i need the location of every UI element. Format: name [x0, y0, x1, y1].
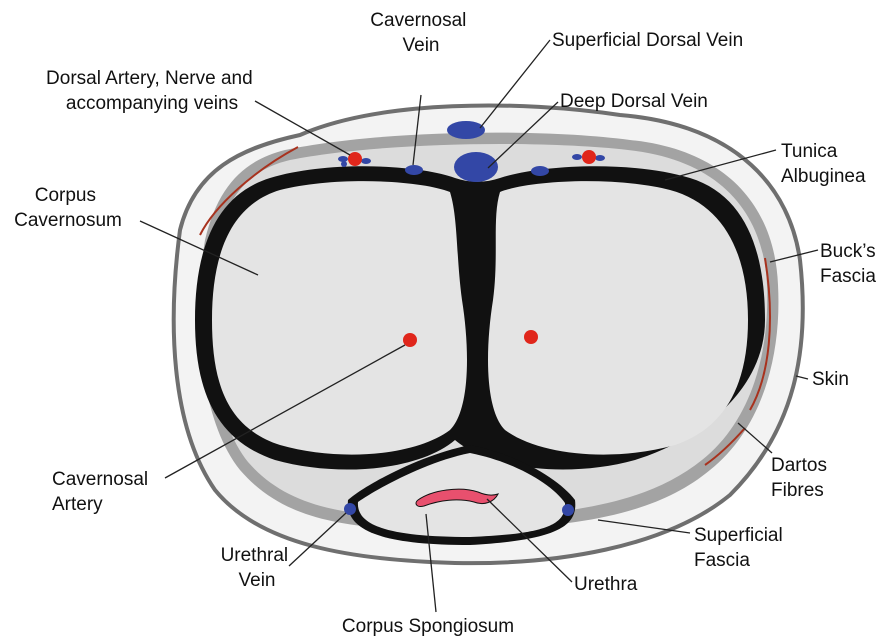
leader-skin — [796, 376, 808, 379]
label-skin: Skin — [812, 369, 849, 390]
deep-dorsal-vein — [454, 152, 498, 182]
label-urethra: Urethra — [574, 574, 638, 595]
label-deep-dorsal-vein: Deep Dorsal Vein — [560, 91, 708, 112]
corpus-cavernosum-left — [212, 181, 467, 454]
cavernosal-artery-right — [524, 330, 538, 344]
label-dartos-fibres: Dartos Fibres — [771, 455, 832, 501]
label-superficial-dorsal-vein: Superficial Dorsal Vein — [552, 30, 743, 51]
cavernosal-artery-left — [403, 333, 417, 347]
label-tunica-albuginea: Tunica Albuginea — [781, 141, 866, 187]
label-urethral-vein: Urethral Vein — [221, 545, 294, 591]
label-dorsal-artery: Dorsal Artery, Nerve and accompanying ve… — [46, 68, 258, 114]
cavernosal-vein-left — [405, 165, 423, 175]
label-corpus-spongiosum: Corpus Spongiosum — [342, 616, 514, 637]
corpus-cavernosum-right — [488, 181, 748, 454]
label-corpus-cavernosum: Corpus Cavernosum — [14, 185, 122, 231]
urethral-vein-right — [562, 504, 574, 516]
superficial-dorsal-vein — [447, 121, 485, 139]
label-cavernosal-vein: Cavernosal Vein — [370, 10, 471, 56]
cavernosal-vein-right — [531, 166, 549, 176]
label-cavernosal-artery: Cavernosal Artery — [52, 469, 153, 515]
label-bucks-fascia: Buck’s Fascia — [820, 241, 881, 287]
label-superficial-fascia: Superficial Fascia — [694, 525, 788, 571]
